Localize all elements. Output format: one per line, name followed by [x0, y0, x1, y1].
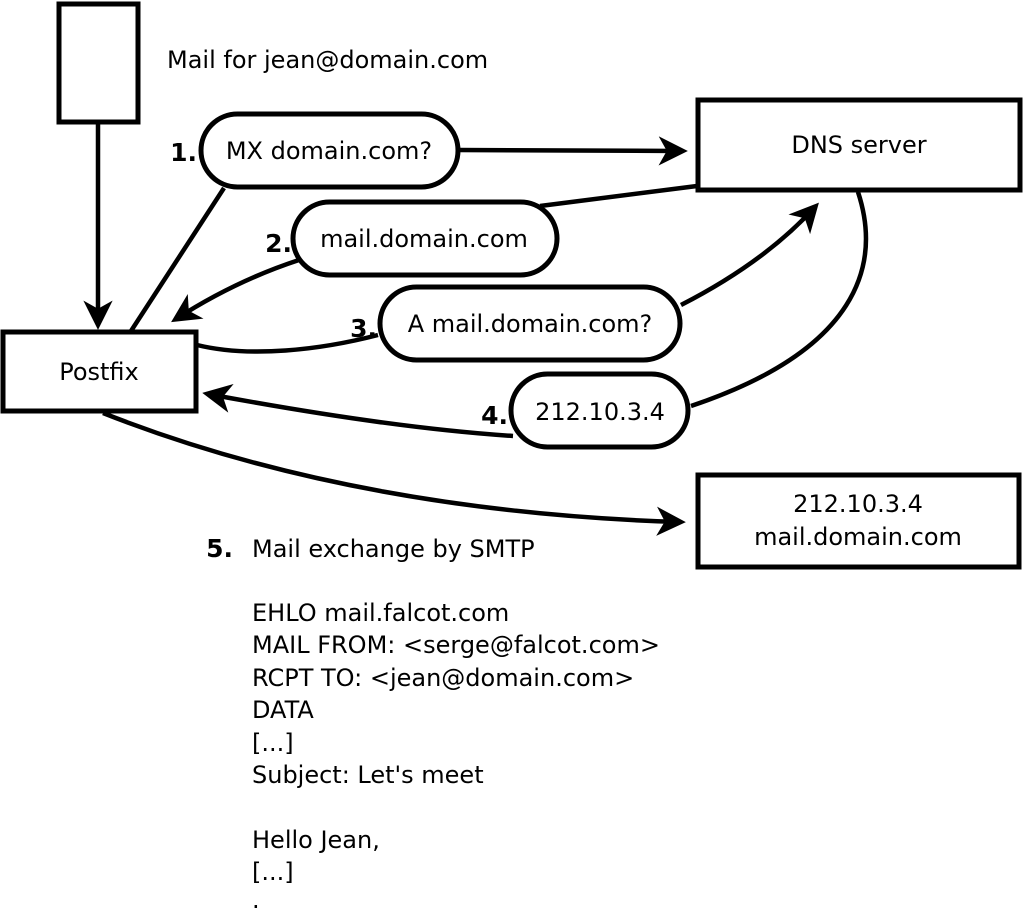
smtp-line-subject: Subject: Let's meet — [252, 761, 484, 789]
diagram-caption: Mail for jean@domain.com — [167, 46, 488, 74]
mail-server-hostname: mail.domain.com — [754, 523, 962, 551]
step-5-label: Mail exchange by SMTP — [252, 535, 535, 563]
mail-server-ip: 212.10.3.4 — [793, 490, 923, 518]
step-2-label: mail.domain.com — [320, 225, 528, 253]
line-dns-to-a-answer — [690, 191, 869, 409]
step-5-number: 5. — [206, 534, 233, 563]
smtp-line-hello: Hello Jean, — [252, 826, 380, 854]
smtp-line-ellipsis-2: [...] — [252, 858, 294, 886]
step-2-number: 2. — [265, 229, 292, 258]
arrow-mx-query-to-dns — [457, 136, 688, 166]
step-4-label: 212.10.3.4 — [535, 398, 665, 426]
mail-server-node — [695, 472, 1022, 570]
line-postfix-to-mx-query — [129, 186, 226, 333]
smtp-line-mail-from: MAIL FROM: <serge@falcot.com> — [252, 631, 660, 659]
pill-mx-query — [198, 111, 461, 190]
pill-a-query — [377, 284, 683, 363]
pill-a-answer — [508, 371, 691, 450]
arrow-mx-answer-to-postfix — [171, 257, 300, 323]
line-dns-to-mx-answer — [539, 183, 698, 209]
step-1-number: 1. — [170, 138, 197, 167]
arrow-a-query-to-dns — [679, 202, 819, 308]
smtp-session-transcript: EHLO mail.falcot.com MAIL FROM: <serge@f… — [252, 599, 660, 914]
step-3-number: 3. — [350, 314, 377, 343]
dns-server-label: DNS server — [791, 131, 926, 159]
line-postfix-to-a-query — [196, 332, 379, 354]
step-3-label: A mail.domain.com? — [408, 310, 653, 338]
arrow-postfix-to-mail-server — [102, 410, 686, 536]
step-4-number: 4. — [481, 401, 508, 430]
dns-server-node — [695, 97, 1023, 193]
smtp-line-data: DATA — [252, 696, 314, 724]
smtp-line-rcpt-to: RCPT TO: <jean@domain.com> — [252, 664, 634, 692]
smtp-line-ehlo: EHLO mail.falcot.com — [252, 599, 509, 627]
pill-mx-answer — [290, 199, 560, 278]
smtp-line-end-dot: . — [252, 886, 260, 914]
step-1-label: MX domain.com? — [226, 137, 432, 165]
mail-message-icon — [56, 1, 141, 125]
postfix-node — [0, 329, 199, 414]
arrow-a-answer-to-postfix — [202, 383, 514, 439]
postfix-label: Postfix — [59, 358, 139, 386]
smtp-line-ellipsis-1: [...] — [252, 729, 294, 757]
